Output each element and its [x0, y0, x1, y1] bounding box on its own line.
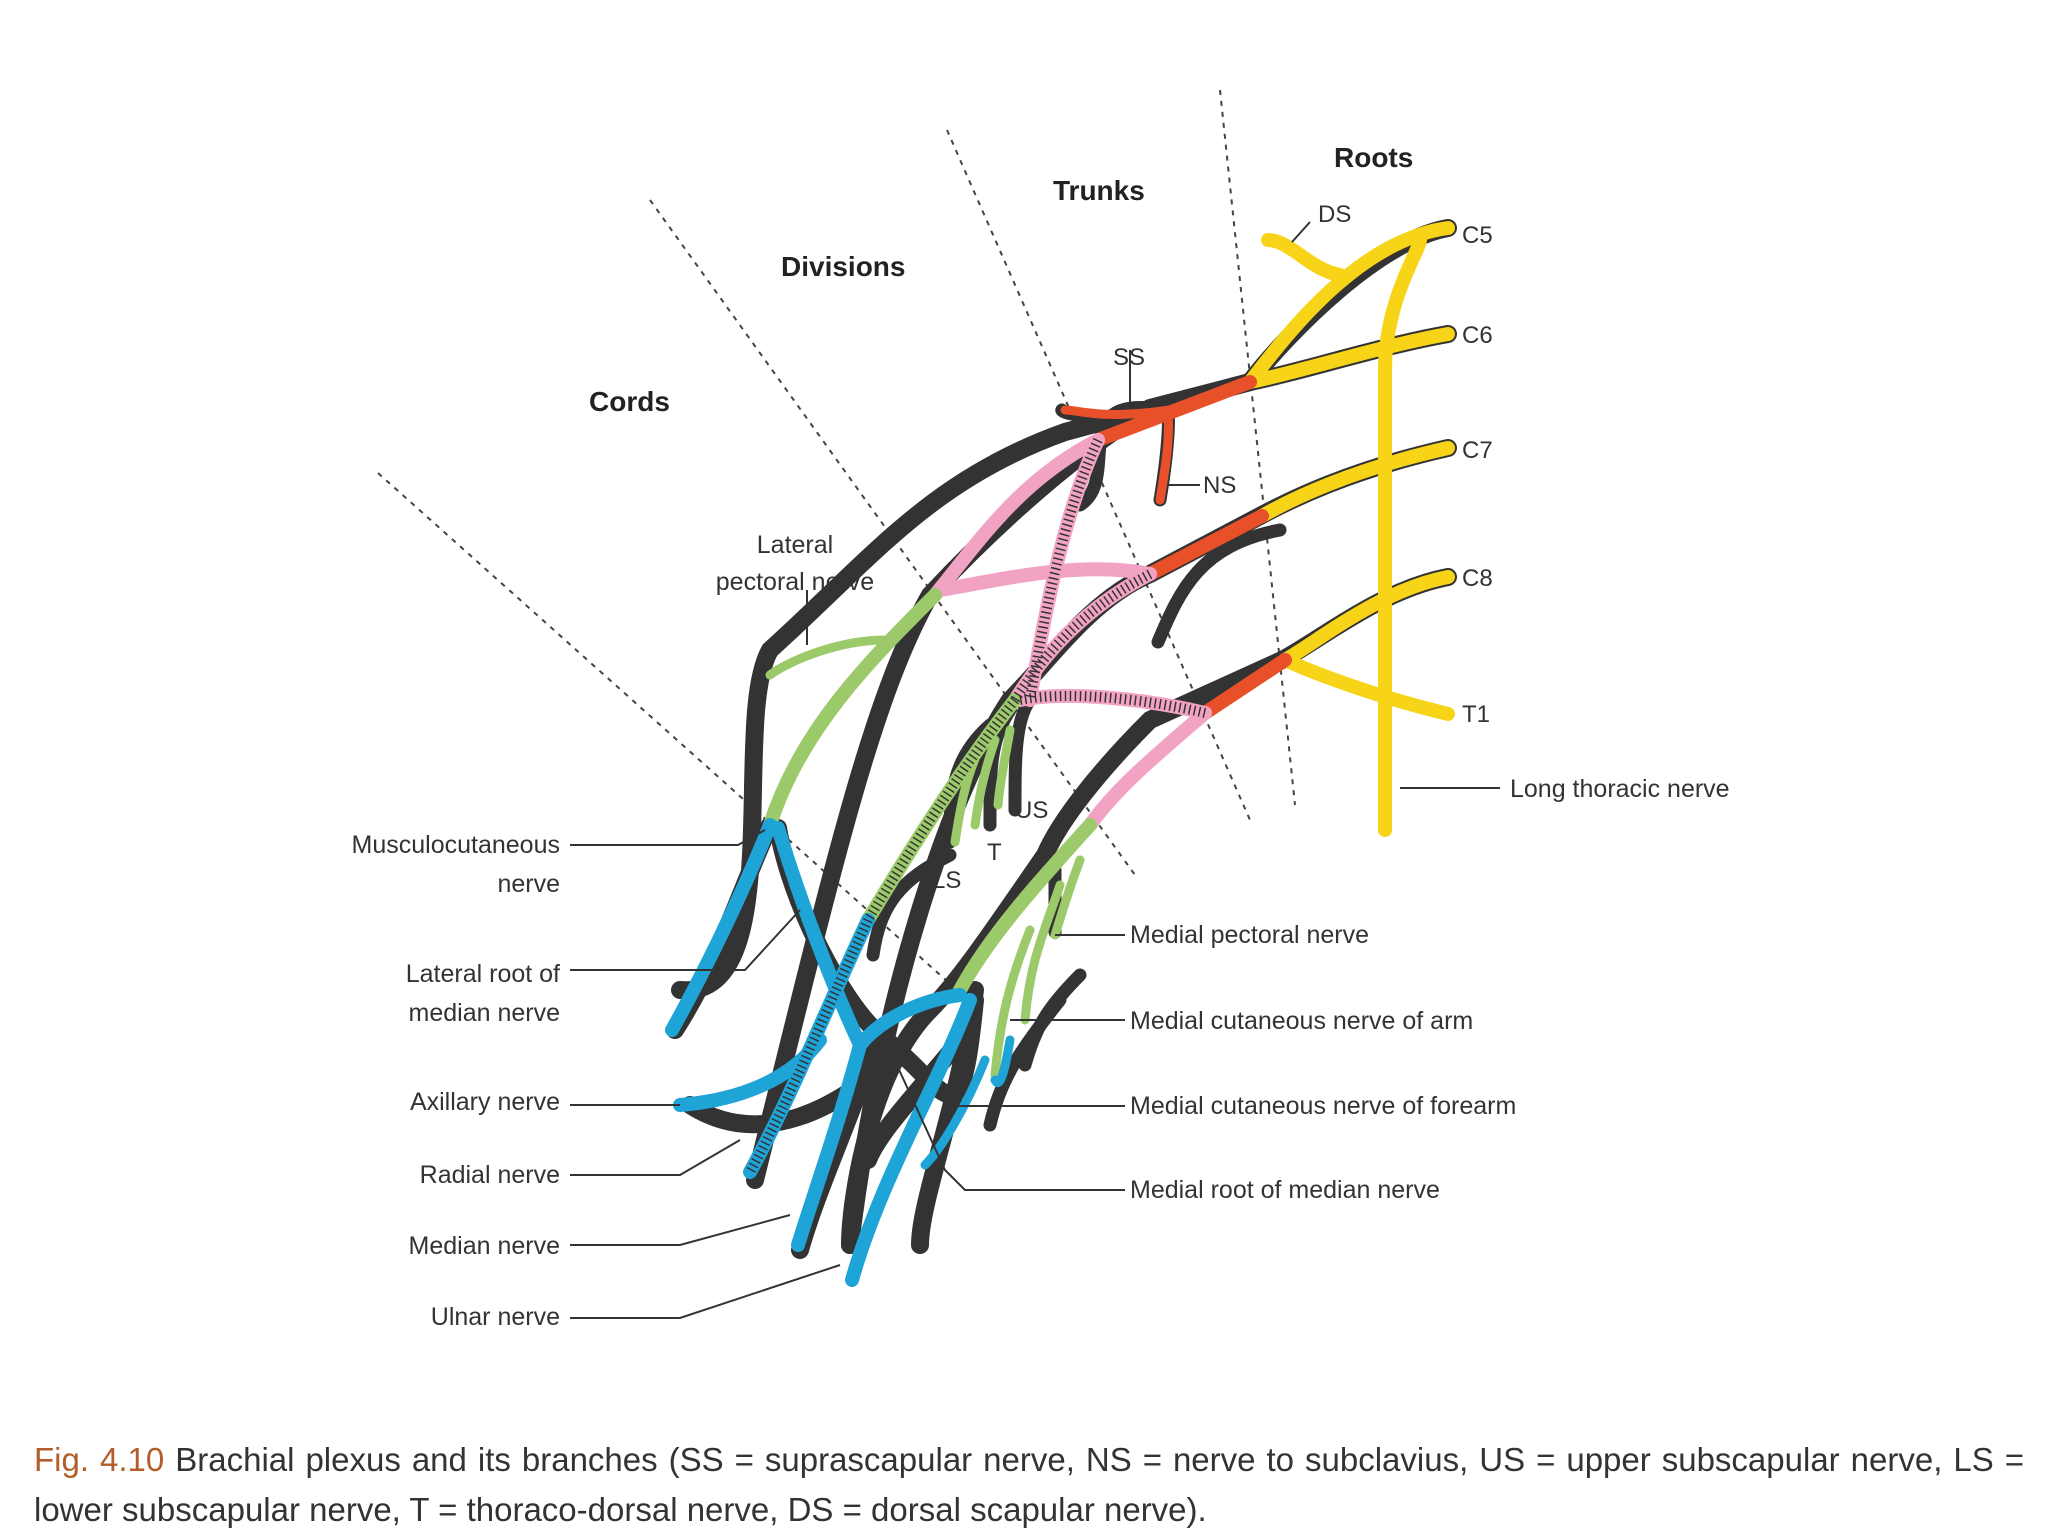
- axillary-label: Axillary nerve: [410, 1088, 560, 1116]
- radial-label: Radial nerve: [420, 1161, 560, 1189]
- us-label: US: [1015, 797, 1048, 824]
- thoracodorsal-branch: [970, 735, 1000, 830]
- posterior-division-hatching: [1025, 437, 1103, 701]
- roots-heading: Roots: [1334, 142, 1413, 173]
- lateral-cord: [763, 588, 942, 832]
- cords-heading: Cords: [589, 386, 670, 417]
- medial-cord: [953, 818, 1097, 997]
- root-c6: [1243, 327, 1455, 389]
- labels: Roots Trunks Divisions Cords C5 C6 C7 C8…: [352, 142, 1730, 1331]
- ns-label: NS: [1203, 472, 1236, 499]
- leader-lines: [570, 221, 1500, 1319]
- c8-label: C8: [1462, 565, 1493, 592]
- medial-root-path: [853, 988, 967, 1052]
- subclavius-branch: [1155, 410, 1173, 505]
- figure-number: Fig. 4.10: [34, 1441, 165, 1478]
- ss-label: SS: [1113, 344, 1145, 371]
- ds-label: DS: [1318, 201, 1351, 228]
- musculocutaneous-label-1: Musculocutaneous: [352, 831, 560, 859]
- medial-pectoral-branch: [1050, 855, 1085, 940]
- long-thoracic-label: Long thoracic nerve: [1510, 775, 1730, 803]
- posterior-cord-hatching: [863, 696, 1019, 923]
- lower-subscapular-branch: [950, 747, 983, 847]
- long-thoracic-trunk: [1377, 233, 1427, 837]
- musculocutaneous-nerve-path: [665, 818, 777, 1037]
- divisions-heading: Divisions: [781, 251, 905, 282]
- root-c7: [1255, 441, 1455, 523]
- root-c8: [1278, 570, 1455, 667]
- medial-arm-blue-end: [990, 1035, 1015, 1087]
- lateral-pectoral-label-1: Lateral: [757, 531, 833, 559]
- root-t1: [1278, 653, 1455, 721]
- ulnar-label: Ulnar nerve: [431, 1303, 560, 1331]
- trunks-heading: Trunks: [1053, 175, 1145, 206]
- dorsal-scapular-branch: [1261, 233, 1347, 282]
- suprascapular-branch: [1060, 405, 1175, 419]
- lower-trunk: [1198, 653, 1292, 720]
- musculocutaneous-label-2: nerve: [497, 870, 560, 898]
- cords-branches-divider: [377, 472, 986, 1016]
- lower-anterior-division: [1083, 706, 1212, 832]
- middle-anterior-division: [933, 562, 1157, 597]
- medial-root-label: Medial root of median nerve: [1130, 1176, 1440, 1204]
- medial-cutaneous-arm-label: Medial cutaneous nerve of arm: [1130, 1007, 1473, 1035]
- medial-cutaneous-forearm-label: Medial cutaneous nerve of forearm: [1130, 1092, 1516, 1120]
- upper-anterior-division: [928, 433, 1105, 602]
- medial-cutaneous-forearm-branch: [990, 925, 1035, 1080]
- c5-label: C5: [1462, 222, 1493, 249]
- c7-label: C7: [1462, 437, 1493, 464]
- lateral-pectoral-label-2: pectoral nerve: [716, 568, 874, 596]
- lateral-pectoral-branch: [765, 635, 890, 680]
- brachial-plexus-diagram: Roots Trunks Divisions Cords C5 C6 C7 C8…: [352, 89, 1730, 1331]
- t-label: T: [987, 839, 1002, 866]
- posterior-division-hatching-3: [1019, 690, 1207, 718]
- medial-cutaneous-arm-branch: [1020, 880, 1065, 1025]
- middle-posterior-division: [1008, 567, 1157, 707]
- upper-subscapular-branch: [993, 725, 1015, 810]
- median-nerve-path: [791, 1038, 867, 1252]
- figure-caption: Fig. 4.10 Brachial plexus and its branch…: [34, 1435, 2024, 1535]
- lateral-root-label-1: Lateral root of: [406, 960, 560, 988]
- ulnar-nerve-path: [845, 993, 977, 1287]
- median-lateral-root-path: [771, 821, 867, 1052]
- median-label: Median nerve: [409, 1232, 560, 1260]
- c6-label: C6: [1462, 322, 1493, 349]
- medial-pectoral-label: Medial pectoral nerve: [1130, 921, 1369, 949]
- caption-text: Brachial plexus and its branches (SS = s…: [34, 1441, 2024, 1528]
- middle-trunk: [1143, 509, 1269, 581]
- radial-nerve-hatching: [745, 917, 873, 1175]
- t1-label: T1: [1462, 701, 1490, 728]
- nerve-fills: [665, 221, 1455, 1287]
- lateral-root-label-2: median nerve: [409, 999, 560, 1027]
- medial-forearm-blue-end: [920, 1055, 990, 1170]
- ls-label: LS: [932, 867, 961, 894]
